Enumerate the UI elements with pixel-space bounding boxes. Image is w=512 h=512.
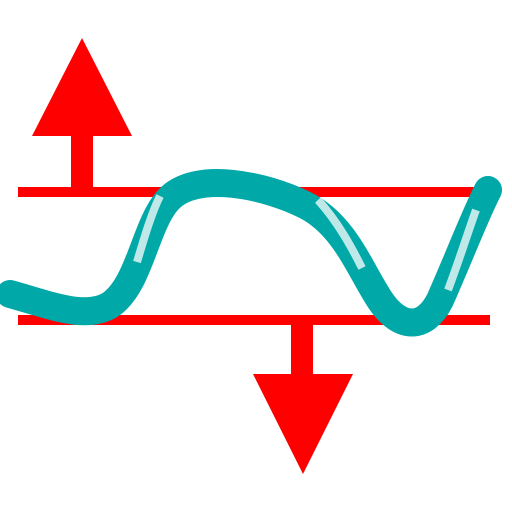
curve-crossing-highlight [315,197,366,270]
curve-crossing-highlight [444,208,480,292]
curve-crossing-highlight [133,194,164,264]
lower-arrow-stem [291,320,313,378]
down-arrow-icon [253,374,353,474]
upper-arrow-stem [71,130,93,190]
lower-threshold-line [18,315,490,325]
wave-curve [0,169,502,337]
up-arrow-icon [32,38,132,136]
